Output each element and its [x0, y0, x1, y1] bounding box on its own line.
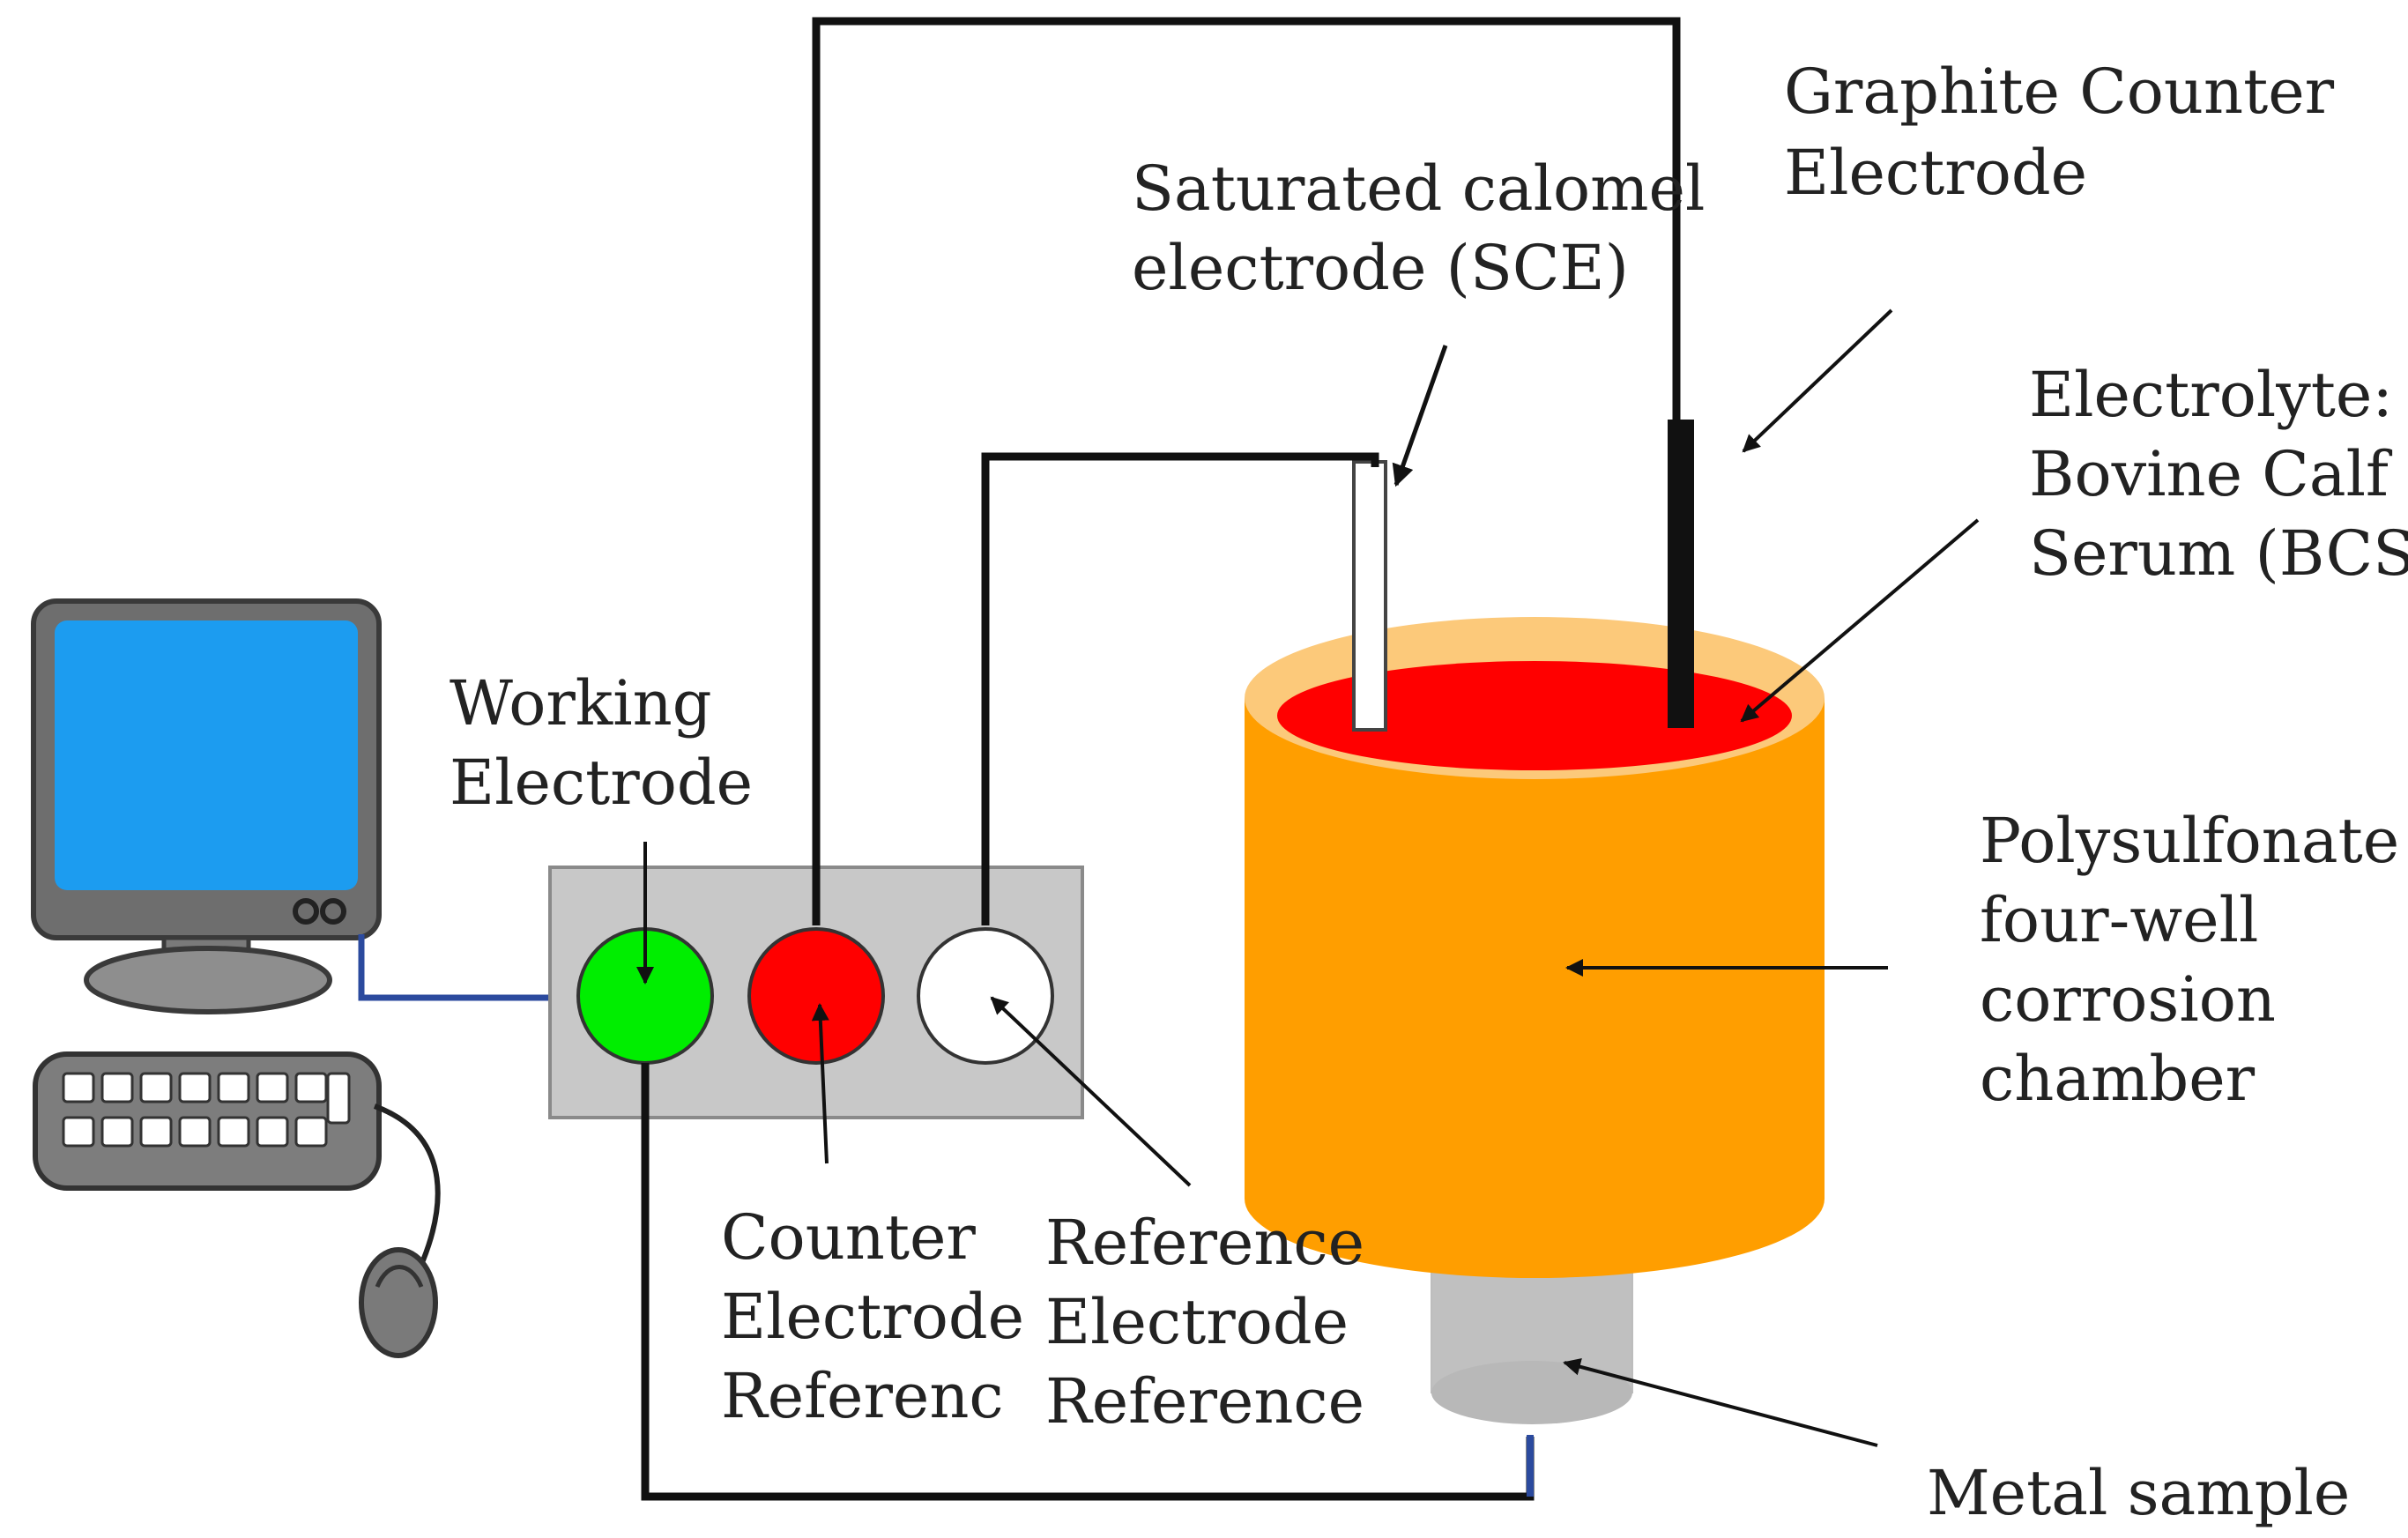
label-electrolyte-line: Serum (BCS): [2029, 517, 2408, 590]
label-reference-line: Reference: [1045, 1365, 1364, 1438]
label-reference-line: Reference: [1045, 1207, 1364, 1279]
label-sce: Saturated calomel electrode (SCE): [1132, 152, 1705, 304]
keyboard-key: [217, 1116, 250, 1148]
label-working-line: Working: [450, 667, 712, 739]
pointer-arrows: [636, 308, 1980, 1447]
label-chamber-line: four-well: [1980, 884, 2258, 956]
keyboard-key: [62, 1072, 95, 1103]
keyboard-key: [326, 1072, 351, 1125]
keyboard-key: [178, 1072, 212, 1103]
label-reference: Reference Electrode Reference: [1045, 1207, 1364, 1438]
label-working-line: Electrode: [450, 747, 753, 819]
graphite-arrow: [1742, 308, 1893, 453]
label-chamber-line: chamber: [1980, 1043, 2256, 1115]
keyboard-key: [100, 1072, 134, 1103]
keyboard-key: [256, 1072, 289, 1103]
label-sce-line: electrode (SCE): [1132, 232, 1629, 304]
keyboard-key: [139, 1116, 173, 1148]
label-graphite: Graphite Counter Electrode: [1784, 56, 2335, 209]
monitor-button: [320, 898, 346, 925]
label-chamber-line: corrosion: [1980, 963, 2276, 1036]
computer-icon: [31, 598, 550, 1358]
keyboard-key: [217, 1072, 250, 1103]
keyboard-key: [100, 1116, 134, 1148]
label-sce-line: Saturated calomel: [1132, 152, 1705, 225]
label-chamber: Polysulfonate four-well corrosion chambe…: [1980, 805, 2399, 1115]
computer-cable: [358, 934, 550, 1001]
label-electrolyte-line: Electrolyte:: [2029, 359, 2393, 431]
monitor-stand: [84, 946, 332, 1014]
counter-arrow: [811, 1003, 829, 1164]
label-counter-line: Counter: [721, 1201, 976, 1274]
graphite-electrode-rod: [1668, 420, 1694, 728]
sce-electrode-rod: [1352, 460, 1387, 732]
label-electrolyte-line: Bovine Calf: [2029, 438, 2393, 510]
electrolyte-surface: [1277, 661, 1792, 770]
label-counter-line: Electrode: [721, 1281, 1024, 1353]
electrolyte-arrow: [1740, 518, 1980, 723]
label-graphite-line: Graphite Counter: [1784, 56, 2335, 128]
reference-arrow: [990, 996, 1192, 1187]
reference-electrode-terminal: [917, 927, 1054, 1065]
keyboard-key: [139, 1072, 173, 1103]
label-graphite-line: Electrode: [1784, 137, 2087, 209]
label-reference-line: Electrode: [1045, 1286, 1349, 1358]
keyboard-keys: [62, 1072, 351, 1148]
keyboard-key: [62, 1116, 95, 1148]
label-chamber-line: Polysulfonate: [1980, 805, 2399, 877]
keyboard-key: [294, 1072, 328, 1103]
label-electrolyte: Electrolyte: Bovine Calf Serum (BCS): [2029, 359, 2408, 590]
label-counter: Counter Electrode Referenc: [721, 1201, 1024, 1432]
keyboard-key: [178, 1116, 212, 1148]
counter-electrode-wire: [812, 17, 1681, 925]
chamber-body: [1245, 698, 1825, 1199]
counter-electrode-terminal: [747, 927, 885, 1065]
label-counter-line: Referenc: [721, 1360, 1004, 1432]
label-metal-sample: Metal sample: [1927, 1457, 2350, 1529]
keyboard-key: [294, 1116, 328, 1148]
sce-arrow: [1392, 345, 1448, 487]
monitor-button: [293, 898, 319, 925]
label-working: Working Electrode: [450, 667, 753, 819]
monitor-screen: [55, 620, 358, 890]
reference-electrode-wire: [981, 452, 1379, 925]
metal-arrow: [1563, 1357, 1878, 1447]
keyboard-key: [256, 1116, 289, 1148]
